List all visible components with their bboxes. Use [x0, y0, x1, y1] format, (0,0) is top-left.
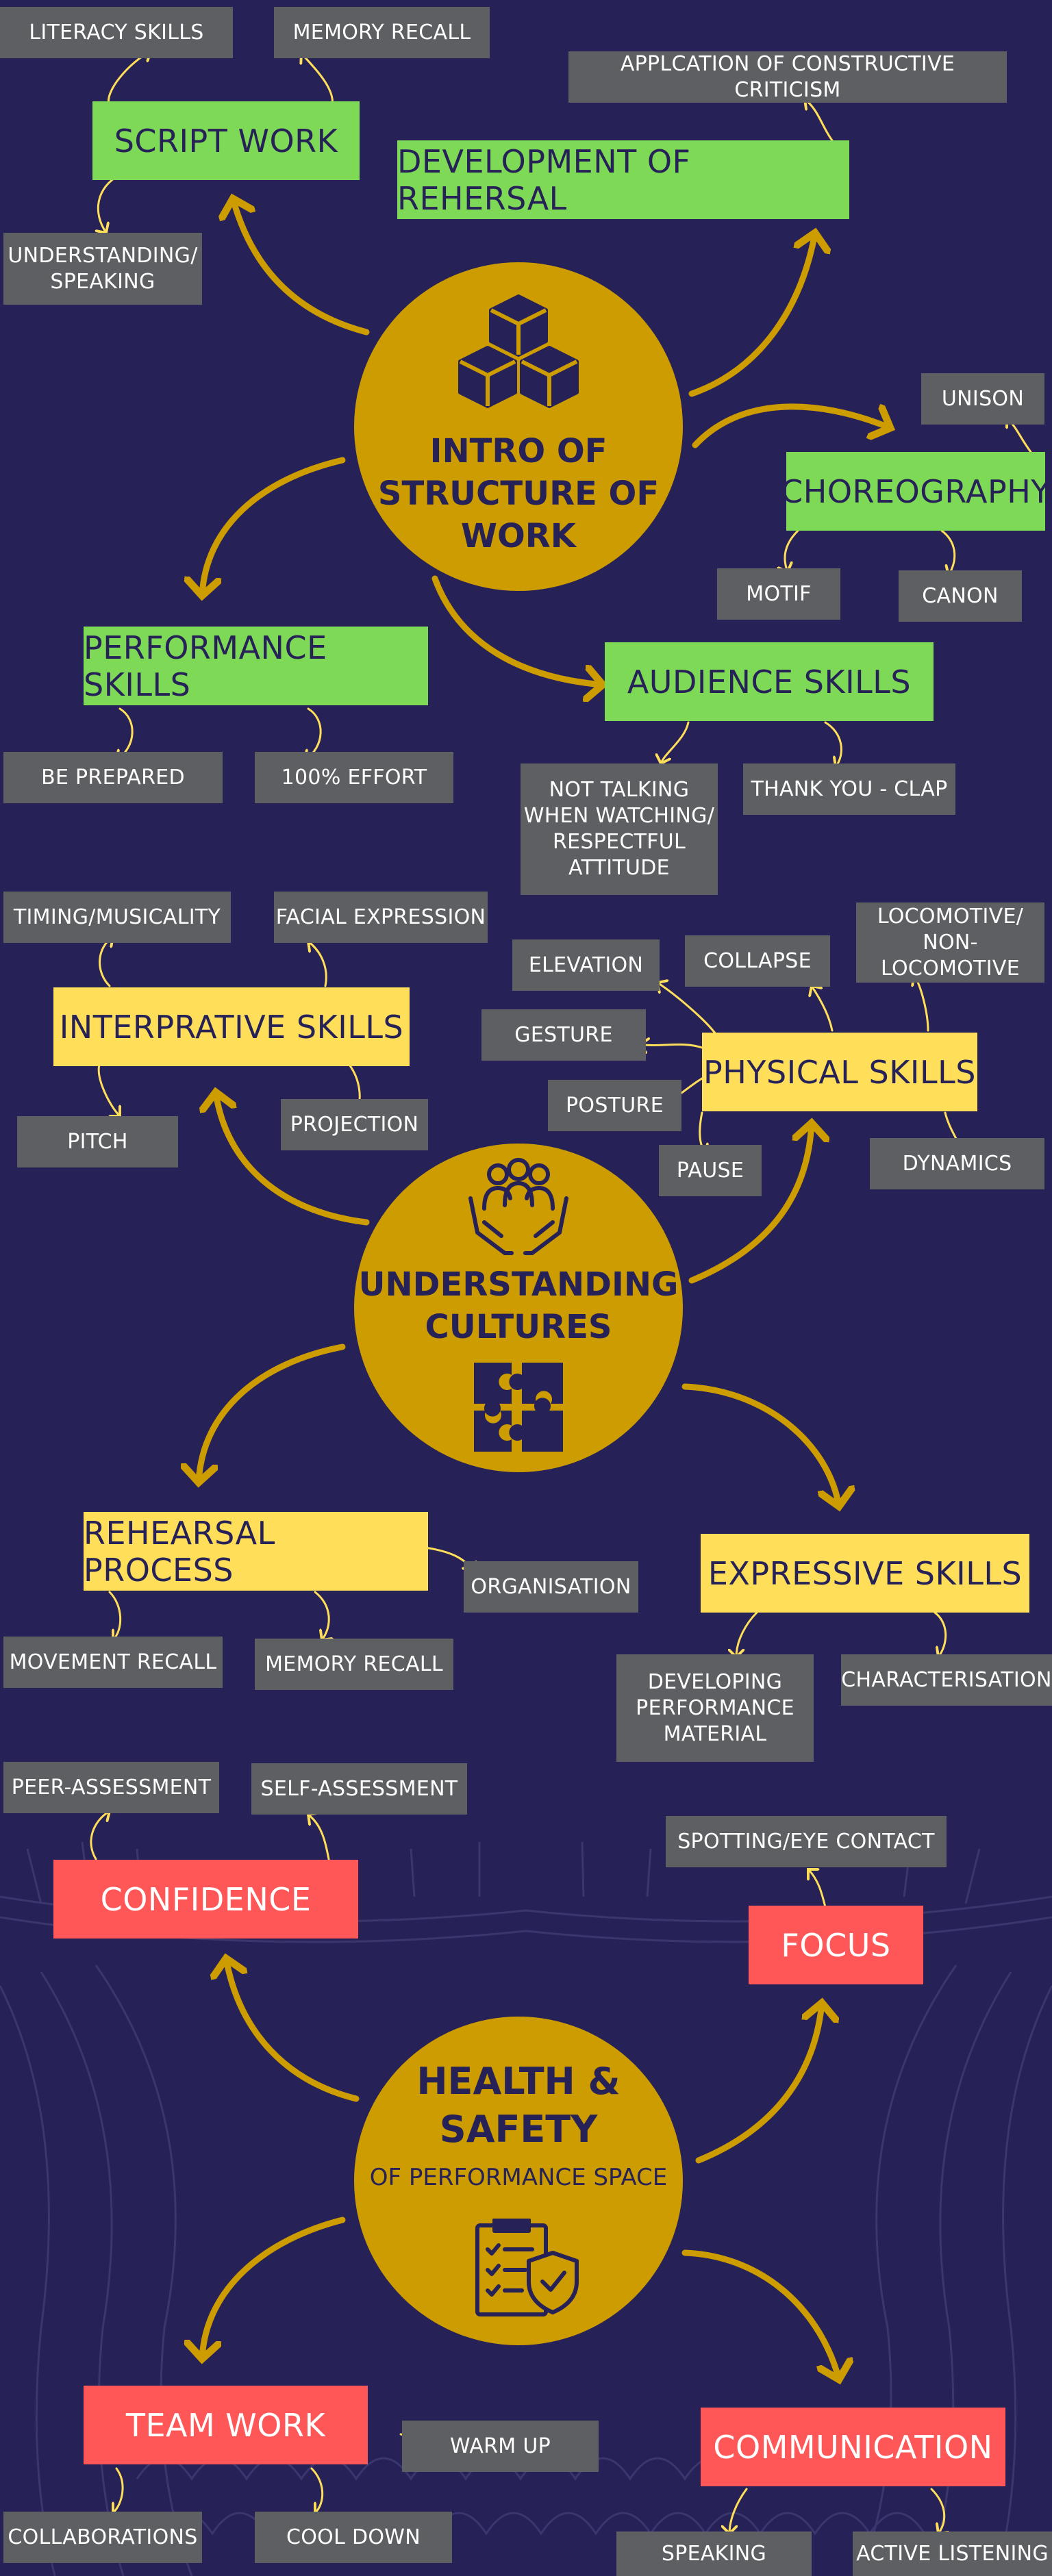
hub-title: UNDERSTANDING CULTURES: [358, 1265, 679, 1346]
leaf-memory-recall-2: MEMORY RECALL: [255, 1639, 453, 1690]
node-communication: COMMUNICATION: [701, 2408, 1005, 2486]
leaf-spotting-eye-contact: SPOTTING/EYE CONTACT: [666, 1816, 947, 1867]
node-rehearsal-process: REHEARSAL PROCESS: [84, 1512, 428, 1591]
hub-health-and-safety: HEALTH & SAFETY OF PERFORMANCE SPACE: [354, 2017, 683, 2345]
arrow-to-choreography: [692, 403, 890, 449]
node-audience-skills: AUDIENCE SKILLS: [605, 642, 934, 721]
leaf-self-assessment: SELF-ASSESSMENT: [251, 1763, 467, 1815]
leaf-characterisation: CHARACTERISATION: [841, 1654, 1052, 1706]
leaf-organisation: ORGANISATION: [464, 1561, 638, 1613]
node-confidence: CONFIDENCE: [53, 1860, 358, 1939]
arrow-to-development: [688, 233, 815, 397]
leaf-speaking: SPEAKING: [616, 2531, 812, 2576]
arrow-to-audience-skills: [431, 575, 603, 685]
arrow-to-rehearsal-process: [199, 1343, 346, 1482]
community-hands-icon: [468, 1158, 568, 1255]
leaf-pause: PAUSE: [659, 1145, 762, 1196]
arrow-to-focus: [695, 2003, 822, 2164]
leaf-unison: UNISON: [921, 373, 1044, 425]
leaf-posture: POSTURE: [548, 1080, 681, 1131]
leaf-gesture: GESTURE: [481, 1009, 646, 1061]
leaf-warm-up: WARM UP: [402, 2421, 599, 2472]
arrow-to-physical-skills: [688, 1123, 812, 1284]
leaf-collaborations: COLLABORATIONS: [3, 2512, 202, 2563]
leaf-developing-material: DEVELOPING PERFORMANCE MATERIAL: [616, 1654, 814, 1762]
node-script-work: SCRIPT WORK: [92, 101, 360, 180]
leaf-memory-recall: MEMORY RECALL: [274, 7, 490, 58]
leaf-elevation: ELEVATION: [512, 939, 660, 991]
arrow-to-interprative-skills: [216, 1092, 370, 1226]
leaf-understanding-speaking: UNDERSTANDING/ SPEAKING: [3, 233, 202, 305]
arrow-to-communication: [681, 2249, 839, 2379]
node-expressive-skills: EXPRESSIVE SKILLS: [701, 1534, 1029, 1613]
arrow-to-expressive-skills: [681, 1383, 839, 1506]
leaf-locomotive: LOCOMOTIVE/ NON-LOCOMOTIVE: [856, 902, 1044, 983]
leaf-dynamics: DYNAMICS: [870, 1138, 1044, 1189]
hub-title: INTRO OF STRUCTURE OF WORK: [377, 432, 660, 555]
leaf-active-listening: ACTIVE LISTENING: [853, 2531, 1052, 2576]
leaf-be-prepared: BE PREPARED: [3, 752, 223, 803]
node-choreography: CHOREOGRAPHY: [781, 452, 1050, 531]
node-interprative-skills: INTERPRATIVE SKILLS: [53, 987, 410, 1066]
arrow-to-team-work: [202, 2217, 346, 2359]
leaf-facial-expression: FACIAL EXPRESSION: [274, 892, 488, 943]
leaf-projection: PROJECTION: [281, 1099, 428, 1150]
leaf-canon: CANON: [899, 570, 1022, 622]
leaf-timing-musicality: TIMING/MUSICALITY: [3, 892, 231, 943]
leaf-pitch: PITCH: [17, 1116, 178, 1167]
leaf-cool-down: COOL DOWN: [255, 2512, 452, 2563]
node-team-work: TEAM WORK: [84, 2386, 368, 2464]
leaf-collapse: COLLAPSE: [685, 935, 830, 987]
leaf-thank-you-clap: THANK YOU - CLAP: [743, 763, 955, 815]
leaf-motif: MOTIF: [717, 568, 840, 620]
leaf-not-talking: NOT TALKING WHEN WATCHING/ RESPECTFUL AT…: [521, 763, 718, 895]
hub-subtitle: OF PERFORMANCE SPACE: [369, 2164, 668, 2191]
node-focus: FOCUS: [749, 1906, 923, 1984]
hub-intro-of-structure: INTRO OF STRUCTURE OF WORK: [354, 262, 683, 591]
hub-title: HEALTH & SAFETY: [416, 2060, 621, 2151]
leaf-constructive-criticism: APPLCATION OF CONSTRUCTIVE CRITICISM: [568, 51, 1007, 103]
cubes-icon: [458, 294, 579, 408]
leaf-movement-recall: MOVEMENT RECALL: [3, 1637, 223, 1688]
hub-understanding-cultures: UNDERSTANDING CULTURES: [354, 1144, 683, 1472]
checklist-shield-icon: [475, 2219, 579, 2316]
puzzle-icon: [474, 1363, 563, 1452]
leaf-literacy-skills: LITERACY SKILLS: [0, 7, 233, 58]
node-development-of-rehersal: DEVELOPMENT OF REHERSAL: [397, 140, 849, 219]
arrow-to-script-work: [233, 199, 370, 336]
leaf-100-effort: 100% EFFORT: [255, 752, 453, 803]
node-performance-skills: PERFORMANCE SKILLS: [84, 627, 428, 705]
arrow-to-confidence: [226, 1958, 360, 2102]
leaf-peer-assessment: PEER-ASSESSMENT: [3, 1762, 219, 1813]
arrow-to-performance-skills: [202, 457, 346, 596]
node-physical-skills: PHYSICAL SKILLS: [702, 1033, 977, 1111]
